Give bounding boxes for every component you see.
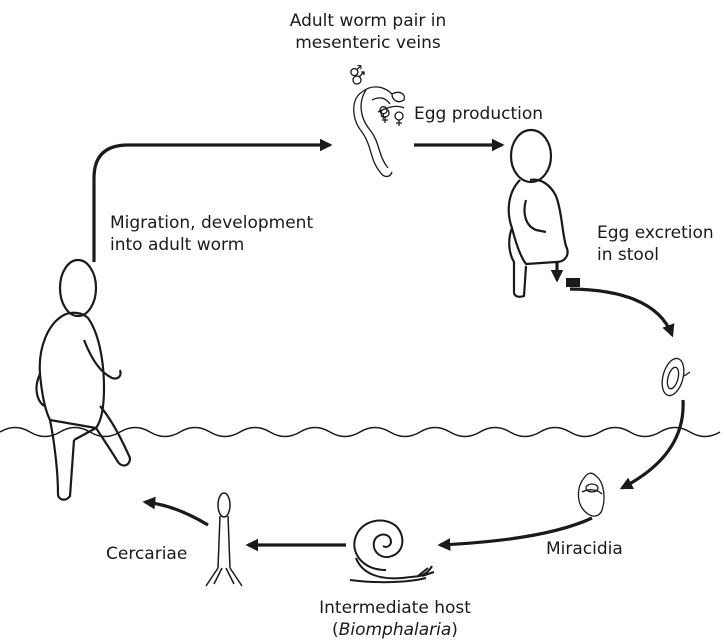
- arrow-cercaria-to-human: [145, 502, 208, 525]
- female-symbol-label: ♀: [378, 105, 389, 120]
- label-intermediate-line2: (Biomphalaria): [300, 619, 490, 641]
- arrow-egg-to-miracidia: [622, 400, 683, 488]
- stool-block: [566, 278, 580, 287]
- walking-person-icon: [37, 260, 130, 500]
- label-intermediate-line1: Intermediate host: [300, 597, 490, 619]
- label-adult-worm-line2: mesenteric veins: [268, 32, 468, 54]
- label-egg-excretion-line1: Egg excretion: [597, 222, 714, 244]
- miracidium-icon: [578, 473, 604, 516]
- label-migration-line2: into adult worm: [110, 234, 313, 256]
- worm-pair-icon: [353, 72, 404, 177]
- sitting-person-icon: [509, 130, 568, 297]
- label-cercariae: Cercariae: [106, 543, 187, 565]
- label-egg-production: Egg production: [414, 103, 543, 125]
- label-adult-worm-line1: Adult worm pair in: [268, 10, 468, 32]
- label-egg-excretion-line2: in stool: [597, 244, 714, 266]
- label-miracidia: Miracidia: [546, 538, 623, 560]
- label-migration: Migration, development into adult worm: [110, 212, 313, 256]
- label-adult-worm: Adult worm pair in mesenteric veins: [268, 10, 468, 54]
- snail-icon: [350, 521, 434, 583]
- label-egg-excretion: Egg excretion in stool: [597, 222, 714, 266]
- egg-icon: [658, 356, 690, 398]
- label-intermediate-close: ): [451, 620, 458, 640]
- label-migration-line1: Migration, development: [110, 212, 313, 234]
- label-intermediate-genus: Biomphalaria: [339, 620, 452, 640]
- label-intermediate-open: (: [332, 620, 339, 640]
- male-symbol-label: ♂: [349, 64, 362, 79]
- cercaria-icon: [206, 493, 242, 586]
- arrow-stool-to-egg: [570, 289, 672, 335]
- water-line: [0, 428, 720, 437]
- label-intermediate-host: Intermediate host (Biomphalaria): [300, 597, 490, 641]
